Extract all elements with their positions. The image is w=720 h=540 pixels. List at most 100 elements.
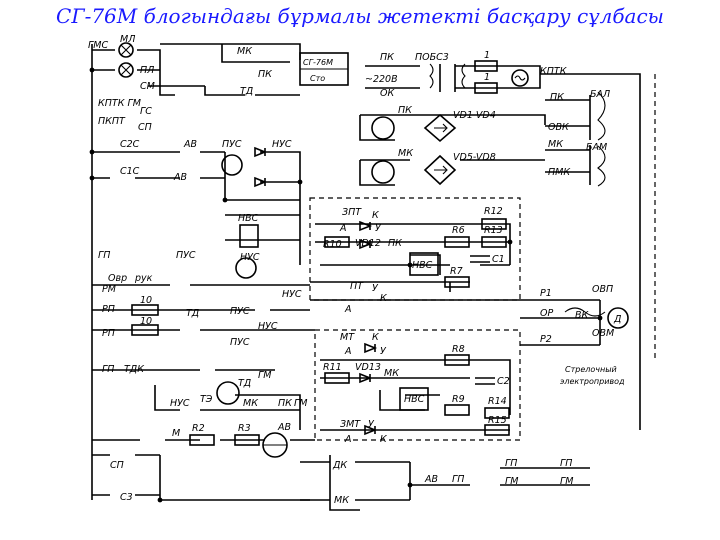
label-sp2: СП	[110, 460, 124, 471]
label-tdk: ТДК	[124, 364, 145, 375]
label-av4: АВ	[424, 474, 438, 485]
label-pt: ПТ	[350, 281, 364, 292]
label-mk-in: МК	[384, 368, 400, 379]
label-vd5: VD5-VD8	[453, 152, 496, 163]
label-u1: У	[375, 223, 382, 234]
label-vd12: VD12	[355, 238, 381, 249]
label-c2: C2	[497, 376, 510, 387]
label-rm: РМ	[102, 284, 116, 295]
label-pk-in: ПК	[388, 238, 403, 249]
wiring	[91, 43, 656, 511]
label-pmk: ПМК	[548, 167, 571, 178]
label-p2: Р2	[540, 334, 552, 345]
label-pus2: ПУС	[176, 250, 196, 261]
label-d: Д	[613, 314, 621, 325]
label-vk: ВК	[575, 310, 590, 321]
label-c1: C1	[492, 254, 505, 265]
label-vd13: VD13	[355, 362, 381, 373]
label-a3: А	[344, 346, 352, 357]
label-r13: R13	[484, 225, 503, 236]
resistor-10b	[131, 324, 159, 336]
lamp-pk	[371, 116, 395, 140]
label-r9: R9	[452, 394, 465, 405]
label-mk-r: МК	[548, 139, 564, 150]
resistor-10a	[131, 304, 159, 316]
diode-nus-1	[254, 146, 268, 158]
label-nvs2: НВС	[412, 260, 433, 271]
label-av2: АВ	[173, 172, 187, 183]
label-pkpt: ПКПТ	[98, 116, 126, 127]
label-r3: R3	[238, 423, 251, 434]
label-nus2: НУС	[240, 252, 260, 263]
label-obp: ОВП	[592, 284, 613, 295]
diode-nus-2	[254, 176, 268, 188]
label-k4: К	[380, 434, 388, 445]
label-gm: ГМ	[258, 370, 272, 381]
label-ovm: ОВМ	[592, 328, 614, 339]
label-a1: А	[339, 223, 347, 234]
resistor-r9	[444, 404, 470, 416]
label-av1: АВ	[183, 139, 197, 150]
label-a2: А	[344, 304, 352, 315]
label-r2: R2	[192, 423, 205, 434]
label-gms: ГМС	[88, 40, 108, 51]
label-u2: У	[372, 283, 379, 294]
label-220v: ~220В	[365, 74, 398, 85]
label-or: ОР	[540, 308, 553, 319]
label-ovk: ОВК	[548, 122, 570, 133]
label-r15: R15	[488, 415, 507, 426]
relay-nus	[235, 257, 257, 279]
label-dk: ДК	[332, 460, 348, 471]
label-pus1: ПУС	[222, 139, 242, 150]
relay-td	[216, 381, 240, 405]
label-pus4: ПУС	[230, 337, 250, 348]
label-zmt: ЗМТ	[340, 419, 361, 430]
label-pobs: ПОБС3	[415, 52, 449, 63]
label-pus3: ПУС	[230, 306, 250, 317]
label-r11: R11	[323, 362, 342, 373]
page-title: СГ-76М блогындағы бұрмалы жетекті басқар…	[56, 4, 664, 28]
resistor-r11	[324, 372, 350, 384]
label-bam: БАМ	[586, 142, 607, 153]
label-r8: R8	[452, 344, 465, 355]
transistor-zmt	[364, 424, 378, 436]
label-sp: СП	[138, 122, 152, 133]
label-zpt: ЗПТ	[342, 207, 362, 218]
label-gm4: ГМ	[505, 476, 519, 487]
resistor-r3	[234, 434, 260, 446]
labels: ГМС МЛ ПЛ СМ МК ПК ТД СГ-76М Сто КПТК ГМ…	[88, 34, 625, 506]
lamp-mk	[371, 160, 395, 184]
label-td3: ТД	[238, 378, 251, 389]
label-gp: ГП	[98, 250, 110, 261]
capacitor-c2	[475, 377, 495, 385]
label-s1s: С1С	[120, 166, 140, 177]
label-kptk-gm: КПТК ГМ	[98, 98, 141, 109]
resistor-r15	[484, 424, 510, 436]
label-nvs1: НВС	[238, 213, 259, 224]
label-vd1: VD1-VD4	[453, 110, 496, 121]
relay-nvs	[239, 224, 259, 248]
label-gs: ГС	[140, 106, 152, 117]
diode-vd12	[359, 238, 373, 250]
resistor-r13	[481, 236, 507, 248]
label-k3: К	[372, 332, 380, 343]
label-pk-lamp: ПК	[398, 105, 413, 116]
label-av3: АВ	[277, 422, 291, 433]
label-u4: У	[368, 419, 375, 430]
label-nvs3: НВС	[404, 394, 425, 405]
relay-ovm	[262, 432, 288, 458]
transistor-mt	[364, 342, 378, 354]
label-te: ТЭ	[200, 394, 213, 405]
capacitor-c1	[470, 255, 490, 263]
label-mk-lamp: МК	[398, 148, 414, 159]
label-rp2: РП	[102, 328, 115, 339]
resistor-r10	[324, 236, 350, 248]
label-nus1: НУС	[272, 139, 292, 150]
label-a4: А	[344, 434, 352, 445]
resistor-r12	[481, 218, 507, 230]
label-r10: R10	[323, 239, 342, 250]
relay-nvs-inner-2	[399, 387, 429, 411]
label-strel2: электропривод	[560, 377, 625, 386]
label-m: М	[172, 428, 180, 439]
label-n10b: 10	[140, 316, 152, 327]
